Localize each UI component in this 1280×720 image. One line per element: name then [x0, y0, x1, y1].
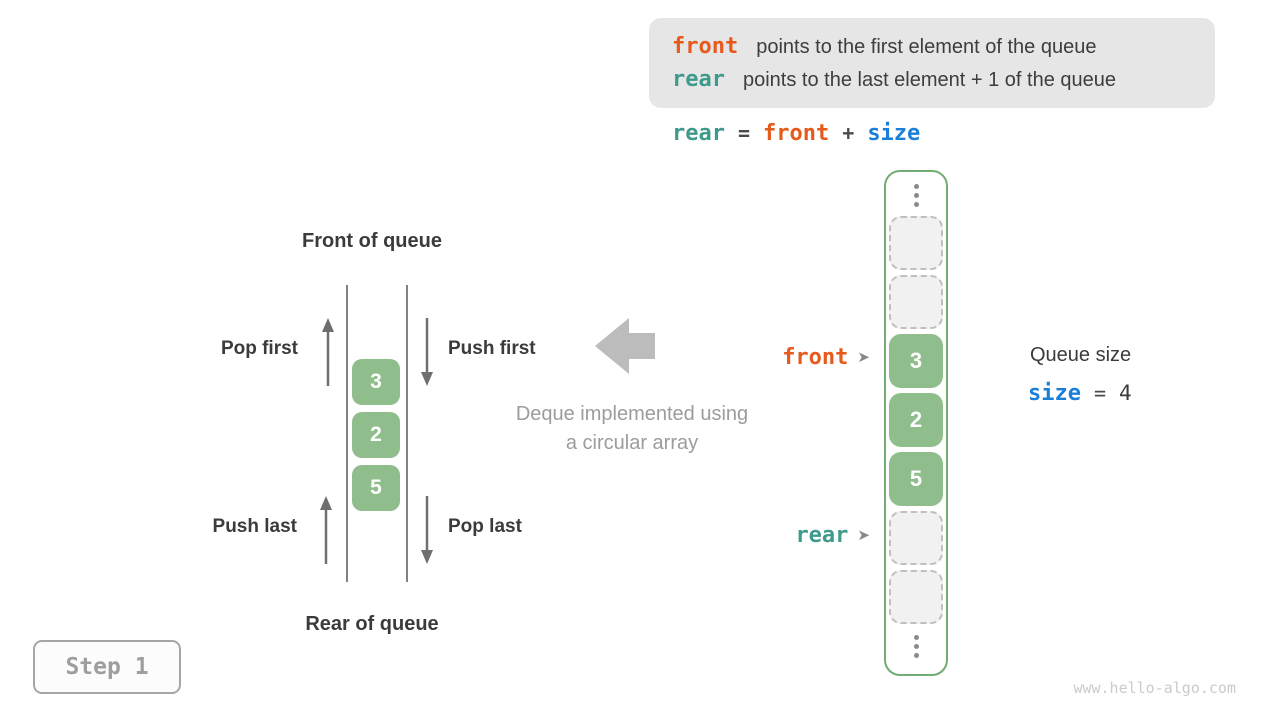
array-cell-empty	[889, 216, 943, 270]
left-block-arrow-icon	[595, 318, 655, 374]
push-first-arrow-down-icon	[421, 318, 433, 386]
pop-last-label: Pop last	[448, 516, 522, 537]
array-cell-filled: 2	[889, 393, 943, 447]
size-keyword: size	[1028, 381, 1081, 406]
queue-size-title: Queue size	[1030, 344, 1132, 366]
push-first-label: Push first	[448, 338, 536, 359]
caption-line-2: a circular array	[565, 432, 699, 454]
queue-value-cell: 5	[352, 465, 400, 511]
info-box: front points to the first element of the…	[649, 18, 1215, 108]
front-pointer-arrow-icon: ➤	[857, 348, 870, 366]
pop-first-arrow-up-icon	[322, 318, 334, 386]
caption-line-1: Deque implemented using	[515, 403, 749, 425]
array-cell-empty	[889, 275, 943, 329]
formula-size: size	[867, 121, 921, 146]
rear-pointer-arrow-icon: ➤	[857, 526, 870, 544]
array-cell-empty	[889, 511, 943, 565]
size-equals: =	[1093, 381, 1107, 405]
formula-front: front	[763, 121, 830, 146]
front-pointer: front ➤	[782, 344, 870, 370]
watermark: www.hello-algo.com	[1073, 679, 1236, 697]
rear-pointer: rear ➤	[795, 522, 870, 548]
formula-plus: +	[842, 121, 855, 145]
pop-last-arrow-down-icon	[421, 496, 433, 564]
info-line-front: front points to the first element of the…	[672, 34, 1215, 59]
front-keyword: front	[672, 34, 739, 59]
ellipsis-top-icon	[913, 184, 919, 207]
queue-value-cell: 2	[352, 412, 400, 458]
rear-description: points to the last element + 1 of the qu…	[742, 69, 1117, 91]
center-caption: Deque implemented using a circular array	[472, 400, 792, 458]
queue-value-cell: 3	[352, 359, 400, 405]
ellipsis-bottom-icon	[913, 635, 919, 658]
step-badge: Step 1	[33, 640, 181, 694]
push-last-label: Push last	[212, 516, 297, 537]
pop-first-label: Pop first	[220, 338, 298, 359]
rear-pointer-label: rear	[795, 522, 849, 548]
rear-of-queue-label: Rear of queue	[305, 613, 439, 635]
formula-rear: rear	[672, 121, 725, 146]
front-pointer-label: front	[782, 344, 849, 370]
front-description: points to the first element of the queue	[756, 36, 1097, 58]
array-cell-filled: 5	[889, 452, 943, 506]
queue-channel-right-line	[406, 285, 408, 582]
front-of-queue-label: Front of queue	[302, 230, 442, 252]
queue-values: 3 2 5	[352, 359, 400, 511]
queue-channel-left-line	[346, 285, 348, 582]
formula: rear = front + size	[672, 121, 920, 146]
array-cell-empty	[889, 570, 943, 624]
size-value: 4	[1119, 381, 1132, 405]
rear-keyword: rear	[672, 67, 725, 92]
formula-equals: =	[737, 121, 751, 145]
array-cell-filled: 3	[889, 334, 943, 388]
queue-size-value: size = 4	[1028, 381, 1132, 406]
push-last-arrow-up-icon	[320, 496, 332, 564]
info-line-rear: rear points to the last element + 1 of t…	[672, 67, 1215, 92]
